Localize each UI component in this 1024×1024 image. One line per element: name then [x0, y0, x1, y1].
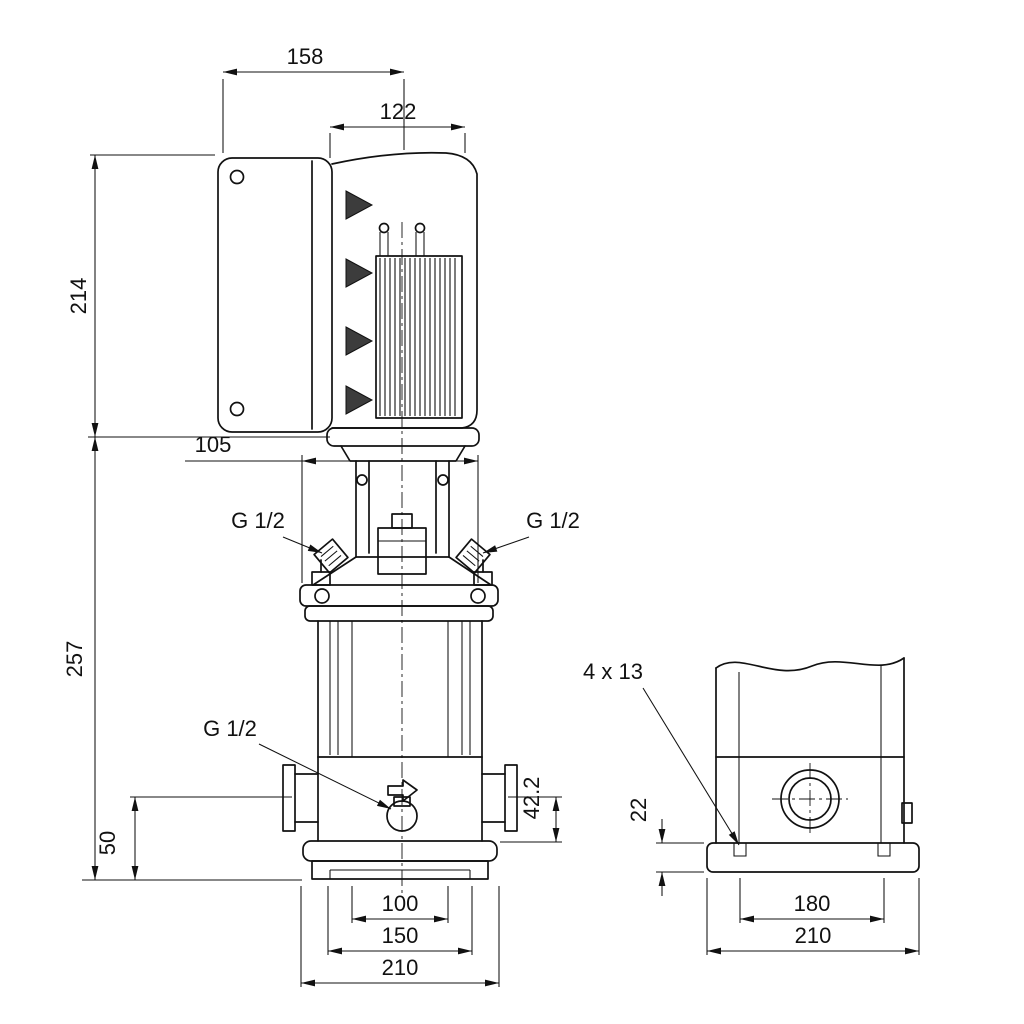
label-g12-top-left: G 1/2 [231, 508, 323, 554]
dim-port-to-base-plate: 42.2 [500, 777, 562, 843]
stud-right [414, 222, 426, 234]
dim-42-2-text: 42.2 [519, 777, 544, 820]
g12-top-left-text: G 1/2 [231, 508, 285, 533]
cable-gland-2 [345, 258, 374, 288]
dim-port-to-base-bottom: 50 [95, 797, 139, 880]
label-bolt-holes: 4 x 13 [583, 659, 740, 846]
dim-hole-spacing: 180 [739, 878, 885, 923]
terminal-box [217, 157, 333, 433]
end-view-body [715, 657, 913, 844]
cable-gland-4 [345, 385, 374, 415]
vent-plug-left [313, 538, 349, 574]
terminal-box-screw-bottom [229, 401, 245, 417]
dim-50-text: 50 [95, 831, 120, 855]
dim-105-text: 105 [195, 432, 232, 457]
flow-direction-arrow [387, 779, 418, 802]
dim-motor-width: 122 [329, 99, 466, 158]
dim-motor-height: 214 [66, 154, 330, 438]
side-plug-boss [901, 802, 913, 824]
g12-top-right-text: G 1/2 [526, 508, 580, 533]
cable-gland-3 [345, 326, 374, 356]
end-view-base-plate [706, 842, 920, 873]
end-view-port [772, 763, 848, 835]
dim-base-150: 150 [327, 886, 473, 955]
dim-head-width: 105 [185, 432, 479, 583]
label-g12-top-right: G 1/2 [482, 508, 580, 554]
dim-plate-height: 22 [626, 798, 704, 896]
bolt-hole-left [733, 843, 747, 857]
dim-pump-height: 257 [62, 437, 302, 881]
cable-gland-1 [345, 190, 374, 220]
dim-122-text: 122 [380, 99, 417, 124]
chamber-stack [317, 620, 483, 758]
suction-port-left [282, 764, 319, 832]
guard-bolt-right [437, 474, 449, 486]
base-foot [302, 840, 498, 880]
dim-22-text: 22 [626, 798, 651, 822]
dim-210-base-text: 210 [795, 923, 832, 948]
dim-plate-length: 210 [706, 878, 920, 955]
discharge-port-right [481, 764, 518, 832]
dim-100-text: 100 [382, 891, 419, 916]
vent-plug-right [455, 538, 491, 574]
g12-drain-text: G 1/2 [203, 716, 257, 741]
drain-plug [386, 800, 418, 832]
label-g12-drain: G 1/2 [203, 716, 392, 810]
head-flange [299, 584, 499, 622]
dim-210-main-text: 210 [382, 955, 419, 980]
dim-150-text: 150 [382, 923, 419, 948]
pump-base [282, 756, 518, 842]
dim-257-text: 257 [62, 641, 87, 678]
pump-head [311, 460, 493, 586]
dim-180-text: 180 [794, 891, 831, 916]
converter-fins [375, 222, 463, 419]
stud-left [378, 222, 390, 234]
dim-base-100: 100 [351, 886, 449, 923]
dim-158-text: 158 [287, 44, 324, 69]
motor-body [331, 151, 478, 429]
motor-flange [326, 427, 480, 462]
bolt-holes-text: 4 x 13 [583, 659, 643, 684]
dim-base-210: 210 [300, 886, 500, 987]
dim-terminal-box-width: 158 [222, 44, 405, 153]
guard-bolt-left [356, 474, 368, 486]
dim-214-text: 214 [66, 278, 91, 315]
terminal-box-screw-top [229, 169, 245, 185]
bolt-hole-right [877, 843, 891, 857]
